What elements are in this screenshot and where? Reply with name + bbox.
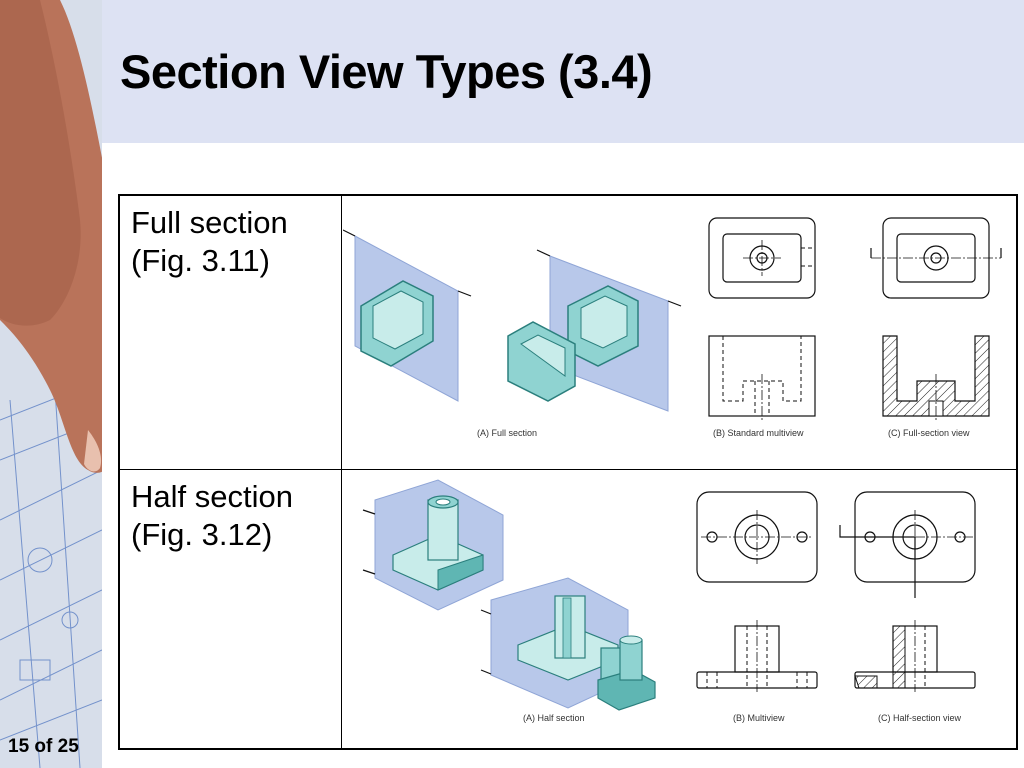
full-section-label-cell: Full section (Fig. 3.11) <box>120 196 342 469</box>
half-section-figure: (A) Half section <box>362 479 976 723</box>
section-types-table: Full section (Fig. 3.11) <box>118 194 1018 750</box>
half-section-figure-cell: (A) Half section <box>343 470 1016 748</box>
half-section-label-cell: Half section (Fig. 3.12) <box>120 470 342 748</box>
slide-page-number: 15 of 25 <box>8 736 79 757</box>
full-section-figure: (A) Full section (B) <box>343 217 1002 438</box>
caption-standard-multiview: (B) Standard multiview <box>713 428 804 438</box>
page-title: Section View Types (3.4) <box>120 45 653 98</box>
full-section-view-drawing <box>870 217 1002 420</box>
half-section-figure-ref: (Fig. 3.12) <box>131 517 273 552</box>
full-section-figure-cell: (A) Full section (B) <box>343 196 1016 469</box>
caption-half-section-view: (C) Half-section view <box>878 713 962 723</box>
title-band <box>102 0 1024 143</box>
full-section-isometric-illustration <box>343 229 682 412</box>
half-section-isometric-illustration <box>362 479 656 711</box>
standard-multiview-drawing <box>708 217 816 420</box>
multiview-drawing <box>696 491 818 692</box>
caption-full-section: (A) Full section <box>477 428 537 438</box>
decorative-photo-strip <box>0 0 102 768</box>
full-section-figure-ref: (Fig. 3.11) <box>131 243 270 278</box>
hand-over-blueprint-image <box>0 0 102 768</box>
table-row-half-section: Half section (Fig. 3.12) <box>120 470 1016 748</box>
half-section-view-drawing <box>839 491 976 692</box>
half-section-label: Half section <box>131 479 293 514</box>
caption-half-section: (A) Half section <box>523 713 585 723</box>
table-row-full-section: Full section (Fig. 3.11) <box>120 196 1016 470</box>
caption-full-section-view: (C) Full-section view <box>888 428 970 438</box>
full-section-label: Full section <box>131 205 288 240</box>
caption-multiview: (B) Multiview <box>733 713 785 723</box>
